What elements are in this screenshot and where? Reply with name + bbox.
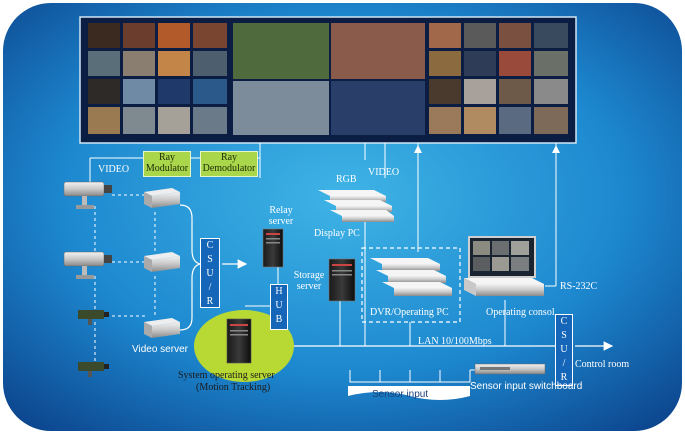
csu-r-right-char: C — [560, 316, 568, 327]
tower-server-icon — [262, 228, 284, 268]
cctv-camera-icon — [63, 251, 112, 279]
csu-r-left-char: U — [206, 268, 214, 279]
csu-r-left-char: S — [207, 254, 213, 265]
tower-server-icon — [328, 258, 356, 302]
operating-console-label: Operating consol — [486, 307, 555, 318]
sensor-switchboard-label: Sensor input switchboard — [470, 381, 583, 392]
csu-r-left-char: C — [206, 240, 214, 251]
video-label-right: VIDEO — [368, 167, 400, 178]
video-server-box-icon — [144, 252, 180, 272]
hub-box: H U B — [270, 284, 288, 330]
sensor-input-label: Sensor input — [372, 389, 429, 400]
relay-server-label: Relay server — [268, 205, 294, 227]
tower-server-icon — [226, 318, 252, 364]
hub-char: U — [275, 300, 283, 311]
system-operating-server-label: System operating server — [178, 370, 275, 381]
motion-tracking-label: (Motion Tracking) — [196, 382, 271, 393]
csu-r-left-char: / — [208, 282, 212, 293]
video-wall-center — [233, 23, 425, 135]
cctv-camera-icon — [63, 181, 112, 209]
csu-r-right-char: S — [561, 330, 567, 341]
csu-r-right-char: R — [560, 372, 568, 383]
csu-r-right-char: U — [560, 344, 568, 355]
hub-char: H — [275, 286, 283, 297]
switchboard-icon — [474, 363, 546, 375]
hub-char: B — [275, 314, 283, 325]
dvr-group-box — [361, 247, 461, 323]
video-server-box-icon — [144, 318, 180, 338]
video-server-label: Video server — [132, 344, 188, 355]
csu-r-left-box: C S U / R — [200, 238, 220, 308]
sensor-input-banner — [348, 386, 470, 400]
lan-label: LAN 10/100Mbps — [418, 336, 492, 347]
csu-r-left-char: R — [206, 296, 214, 307]
rack-pc-icon — [370, 258, 452, 296]
rack-pc-icon — [464, 278, 544, 296]
ray-modulator-box: Ray Modulator — [143, 151, 191, 177]
console-monitor-icon — [468, 236, 536, 278]
video-server-box-icon — [144, 188, 180, 208]
cctv-camera-icon — [78, 362, 109, 377]
csu-r-right-box: C S U / R — [555, 314, 573, 386]
ray-demodulator-box: Ray Demodulator — [200, 151, 258, 177]
rgb-label: RGB — [336, 174, 357, 185]
dvr-operating-pc-label: DVR/Operating PC — [370, 307, 449, 318]
rs232c-label: RS-232C — [560, 281, 598, 292]
cctv-camera-icon — [78, 310, 109, 325]
video-wall-left — [88, 23, 228, 135]
rack-pc-icon — [318, 190, 394, 222]
video-label-left: VIDEO — [98, 164, 130, 175]
csu-r-right-char: / — [562, 358, 566, 369]
video-wall-right — [429, 23, 569, 135]
storage-server-label: Storage server — [293, 270, 325, 292]
control-room-label: Control room — [575, 359, 630, 370]
display-pc-label: Display PC — [314, 228, 360, 239]
